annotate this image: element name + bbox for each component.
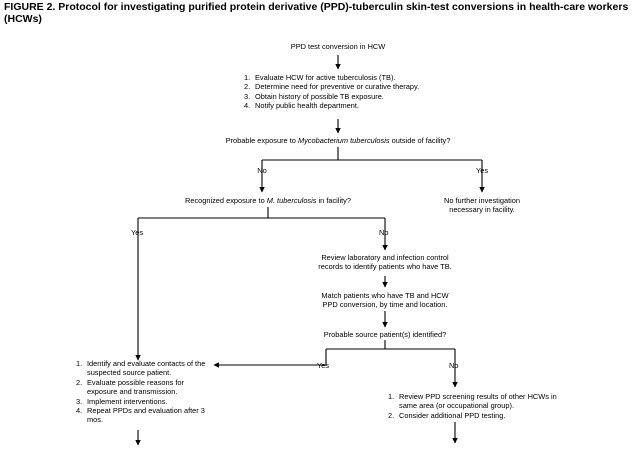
text-line: necessary in facility. [449, 205, 515, 215]
label-q3-no: No [449, 361, 459, 370]
text-line: Match patients who have TB and HCW [321, 291, 449, 300]
figure-title: FIGURE 2. Protocol for investigating pur… [4, 1, 629, 25]
question-source-patient: Probable source patient(s) identified? [323, 330, 447, 339]
label-q1-yes: Yes [475, 166, 489, 175]
question-exposure-outside: Probable exposure to Mycobacterium tuber… [225, 136, 451, 145]
list-item: 1.Identify and evaluate contacts of the … [76, 359, 206, 378]
list-item: 3.Implement interventions. [76, 396, 168, 406]
no-further-investigation-node: No further investigation necessary in fa… [422, 196, 542, 215]
initial-steps-list: 1.Evaluate HCW for active tuberculosis (… [244, 73, 419, 111]
list-item: 1.Review PPD screening results of other … [388, 392, 557, 411]
screening-review-list: 1.Review PPD screening results of other … [388, 392, 558, 420]
list-item: 4.Notify public health department. [244, 101, 359, 111]
list-item: 4.Repeat PPDs and evaluation after 3 mos… [76, 406, 205, 425]
review-records-node: Review laboratory and infection control … [315, 253, 455, 272]
list-item: 2.Evaluate possible reasons for exposure… [76, 377, 184, 397]
contact-investigation-list: 1.Identify and evaluate contacts of the … [76, 359, 216, 425]
list-item: 1.Evaluate HCW for active tuberculosis (… [244, 73, 396, 82]
text-line: records to identify patients who have TB… [318, 262, 452, 272]
list-item: 2.Determine need for preventive or curat… [244, 82, 420, 92]
text-line: Review laboratory and infection control [321, 253, 449, 262]
list-item: 3.Obtain history of possible TB exposure… [244, 91, 384, 101]
label-q2-no: No [379, 228, 389, 237]
label-q3-yes: Yes [317, 361, 330, 370]
label-q1-no: No [257, 166, 267, 175]
start-node: PPD test conversion in HCW [290, 42, 386, 51]
text-line: No further investigation [444, 196, 520, 205]
text-line: PPD conversion, by time and location. [322, 300, 448, 310]
label-q2-yes: Yes [131, 228, 144, 237]
question-exposure-in-facility: Recognized exposure to M. tuberculosis i… [185, 196, 351, 205]
list-item: 2.Consider additional PPD testing. [388, 410, 506, 420]
match-patients-node: Match patients who have TB and HCW PPD c… [315, 291, 455, 310]
